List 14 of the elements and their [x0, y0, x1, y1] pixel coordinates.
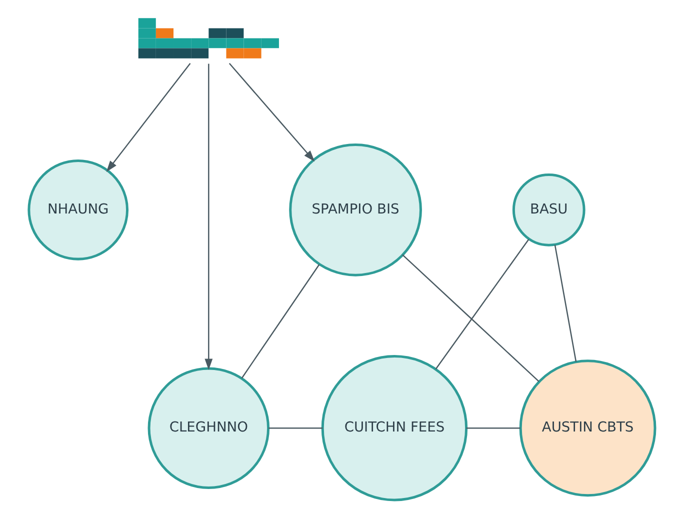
connector: [554, 244, 577, 362]
node-circle: CUITCHN FEES: [321, 355, 468, 502]
node-circle: BASU: [512, 173, 586, 246]
node-circle: SPAMPIO BIS: [289, 143, 422, 276]
connector: [466, 428, 520, 429]
node-circle: CLEGHNNO: [148, 367, 270, 490]
arrow: [106, 63, 191, 172]
connector: [435, 238, 530, 370]
arrow: [228, 62, 315, 162]
connector: [402, 254, 540, 382]
connector: [241, 264, 320, 379]
connector: [268, 428, 323, 429]
arrow: [204, 64, 213, 370]
node-circle: AUSTIN CBTS: [519, 360, 656, 497]
